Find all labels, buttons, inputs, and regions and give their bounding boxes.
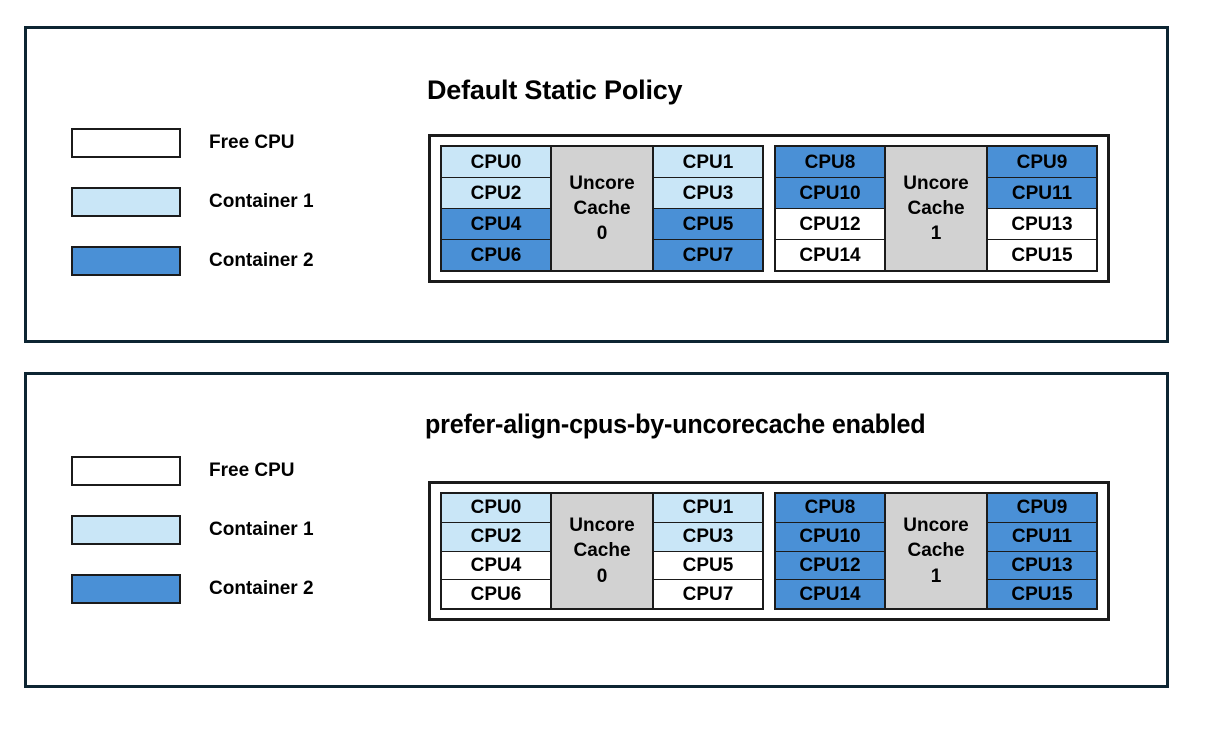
cpu-cell: CPU2 xyxy=(442,178,550,209)
cpu-cell: CPU9 xyxy=(988,494,1096,523)
cpu-cell: CPU14 xyxy=(776,240,884,270)
legend-label-container-1: Container 1 xyxy=(209,519,314,540)
cpu-column-right: CPU9 CPU11 CPU13 CPU15 xyxy=(988,494,1096,608)
cpu-column-right: CPU1 CPU3 CPU5 CPU7 xyxy=(654,147,762,270)
cpu-cell: CPU10 xyxy=(776,522,884,552)
uncore-cache-block: Uncore Cache 1 xyxy=(884,494,988,608)
socket-uncore-cache-0: CPU0 CPU2 CPU4 CPU6 Uncore Cache 0 CPU1 … xyxy=(440,492,764,610)
uncore-cache-block: Uncore Cache 0 xyxy=(550,147,654,270)
legend-item-container-2: Container 2 xyxy=(71,246,314,276)
cpu-cell: CPU0 xyxy=(442,147,550,178)
legend-swatch-container-2 xyxy=(71,574,181,604)
legend-swatch-container-1 xyxy=(71,515,181,545)
legend-label-container-2: Container 2 xyxy=(209,250,314,271)
cpu-cell: CPU7 xyxy=(654,580,762,608)
uncore-cache-index: 1 xyxy=(930,223,942,245)
uncore-cache-line-1: Uncore xyxy=(569,172,635,194)
socket-uncore-cache-0: CPU0 CPU2 CPU4 CPU6 Uncore Cache 0 CPU1 … xyxy=(440,145,764,272)
cpu-cell: CPU11 xyxy=(988,178,1096,209)
cpu-cell: CPU15 xyxy=(988,580,1096,608)
legend-item-free-cpu: Free CPU xyxy=(71,128,314,158)
cpu-cell: CPU11 xyxy=(988,522,1096,552)
legend-swatch-free-cpu xyxy=(71,128,181,158)
cpu-column-right: CPU1 CPU3 CPU5 CPU7 xyxy=(654,494,762,608)
cpu-column-left: CPU0 CPU2 CPU4 CPU6 xyxy=(442,147,550,270)
legend-item-container-1: Container 1 xyxy=(71,187,314,217)
socket-uncore-cache-1: CPU8 CPU10 CPU12 CPU14 Uncore Cache 1 CP… xyxy=(774,492,1098,610)
cpu-cell: CPU3 xyxy=(654,522,762,552)
socket-uncore-cache-1: CPU8 CPU10 CPU12 CPU14 Uncore Cache 1 CP… xyxy=(774,145,1098,272)
legend: Free CPU Container 1 Container 2 xyxy=(71,456,314,604)
legend: Free CPU Container 1 Container 2 xyxy=(71,128,314,276)
cpu-cell: CPU14 xyxy=(776,580,884,608)
legend-label-container-2: Container 2 xyxy=(209,578,314,599)
cpu-cell: CPU13 xyxy=(988,209,1096,240)
uncore-cache-line-1: Uncore xyxy=(569,515,635,537)
cpu-cell: CPU5 xyxy=(654,551,762,581)
cpu-cell: CPU12 xyxy=(776,209,884,240)
cpu-topology-diagram: CPU0 CPU2 CPU4 CPU6 Uncore Cache 0 CPU1 … xyxy=(428,481,1110,621)
uncore-cache-line-2: Cache xyxy=(907,197,965,219)
uncore-cache-index: 1 xyxy=(930,565,942,587)
cpu-column-left: CPU8 CPU10 CPU12 CPU14 xyxy=(776,494,884,608)
legend-swatch-free-cpu xyxy=(71,456,181,486)
cpu-cell: CPU1 xyxy=(654,147,762,178)
uncore-cache-line-1: Uncore xyxy=(903,515,969,537)
legend-item-free-cpu: Free CPU xyxy=(71,456,314,486)
cpu-cell: CPU5 xyxy=(654,209,762,240)
legend-label-free-cpu: Free CPU xyxy=(209,132,295,153)
cpu-column-left: CPU8 CPU10 CPU12 CPU14 xyxy=(776,147,884,270)
legend-swatch-container-2 xyxy=(71,246,181,276)
panel-prefer-align-cpus-by-uncorecache: prefer-align-cpus-by-uncorecache enabled… xyxy=(24,372,1169,688)
cpu-cell: CPU4 xyxy=(442,551,550,581)
cpu-cell: CPU8 xyxy=(776,494,884,523)
panel-title: prefer-align-cpus-by-uncorecache enabled xyxy=(425,409,926,439)
legend-label-free-cpu: Free CPU xyxy=(209,460,295,481)
uncore-cache-block: Uncore Cache 0 xyxy=(550,494,654,608)
cpu-column-left: CPU0 CPU2 CPU4 CPU6 xyxy=(442,494,550,608)
cpu-cell: CPU2 xyxy=(442,522,550,552)
legend-swatch-container-1 xyxy=(71,187,181,217)
uncore-cache-line-2: Cache xyxy=(907,540,965,562)
legend-item-container-1: Container 1 xyxy=(71,515,314,545)
uncore-cache-line-2: Cache xyxy=(573,197,631,219)
panel-title: Default Static Policy xyxy=(427,75,683,105)
cpu-cell: CPU6 xyxy=(442,580,550,608)
cpu-cell: CPU8 xyxy=(776,147,884,178)
legend-item-container-2: Container 2 xyxy=(71,574,314,604)
cpu-cell: CPU0 xyxy=(442,494,550,523)
legend-label-container-1: Container 1 xyxy=(209,191,314,212)
cpu-cell: CPU10 xyxy=(776,178,884,209)
uncore-cache-index: 0 xyxy=(596,223,608,245)
cpu-cell: CPU7 xyxy=(654,240,762,270)
cpu-cell: CPU13 xyxy=(988,551,1096,581)
cpu-cell: CPU6 xyxy=(442,240,550,270)
uncore-cache-line-2: Cache xyxy=(573,540,631,562)
cpu-cell: CPU4 xyxy=(442,209,550,240)
cpu-topology-diagram: CPU0 CPU2 CPU4 CPU6 Uncore Cache 0 CPU1 … xyxy=(428,134,1110,283)
uncore-cache-line-1: Uncore xyxy=(903,172,969,194)
cpu-cell: CPU15 xyxy=(988,240,1096,270)
cpu-cell: CPU9 xyxy=(988,147,1096,178)
cpu-cell: CPU12 xyxy=(776,551,884,581)
uncore-cache-index: 0 xyxy=(596,565,608,587)
cpu-cell: CPU1 xyxy=(654,494,762,523)
cpu-column-right: CPU9 CPU11 CPU13 CPU15 xyxy=(988,147,1096,270)
uncore-cache-block: Uncore Cache 1 xyxy=(884,147,988,270)
cpu-cell: CPU3 xyxy=(654,178,762,209)
panel-default-static-policy: Default Static Policy Free CPU Container… xyxy=(24,26,1169,343)
